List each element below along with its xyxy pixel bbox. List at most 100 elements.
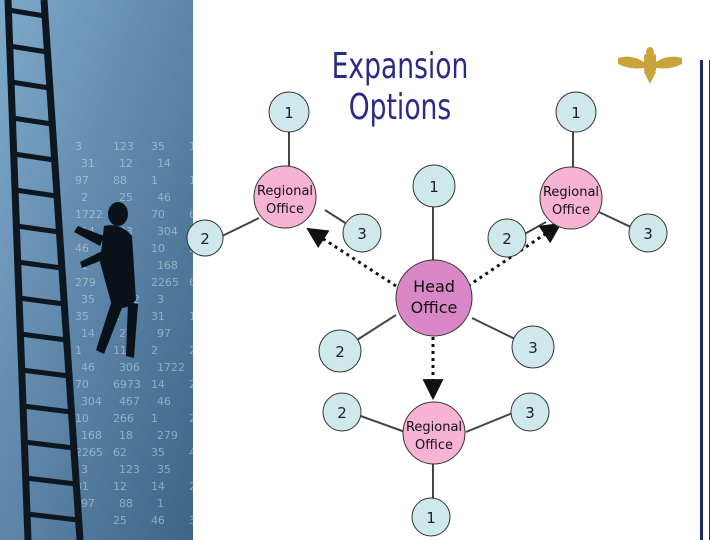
- leaf-head-right-3: [511, 325, 555, 369]
- photo-number: 62: [113, 446, 127, 459]
- ladder-rung: [25, 475, 77, 487]
- photo-number: 462: [189, 446, 193, 459]
- photo-number: 1722: [75, 208, 103, 221]
- regional-office-left: [253, 165, 317, 229]
- ladder-rung: [11, 115, 53, 127]
- photo-number: 3: [75, 140, 82, 153]
- photo-number: 3: [157, 293, 164, 306]
- leaf-right-2-label: 2: [502, 230, 512, 248]
- photo-number: 35: [157, 463, 171, 476]
- photo-number: 2265: [151, 276, 179, 289]
- photo-number: 25: [113, 514, 127, 527]
- photo-number: 1: [189, 140, 193, 153]
- head-office-label-2: Office: [411, 298, 458, 317]
- photo-number: 10: [75, 412, 89, 425]
- photo-number: 62: [189, 276, 193, 289]
- ladder-rung: [13, 151, 55, 163]
- photo-number: 266: [113, 412, 134, 425]
- leaf-top-right: [555, 91, 597, 133]
- climber-silhouette: [74, 202, 138, 358]
- leaf-bottom-left-2-label: 2: [337, 404, 347, 422]
- ladder-rung: [14, 187, 58, 199]
- regional-left-label-1: Regional: [257, 184, 313, 199]
- ladder-rung: [20, 331, 67, 343]
- photo-number: 1: [151, 174, 158, 187]
- regional-bottom-label-2: Office: [415, 438, 453, 453]
- photo-number: 2: [151, 344, 158, 357]
- arrow-to-right-regional: [467, 222, 562, 288]
- leaf-head-left-2: [318, 329, 362, 373]
- photo-number: 123: [113, 140, 134, 153]
- photo-number: 35: [151, 446, 165, 459]
- photo-number: 97: [157, 327, 171, 340]
- photo-number: 46: [75, 242, 89, 255]
- edge-head-right: [471, 317, 516, 340]
- photo-number: 14: [151, 480, 165, 493]
- photo-number: 6973: [113, 378, 141, 391]
- leaf-top-left-label: 1: [284, 104, 294, 122]
- photo-number: 14: [81, 327, 95, 340]
- ladder-rung: [9, 43, 48, 55]
- leaf-head-left-2-label: 2: [335, 343, 345, 361]
- leaf-right-3-label: 3: [643, 225, 653, 243]
- photo-number: 10: [151, 242, 165, 255]
- ladder-rung: [18, 295, 65, 307]
- regional-left-label-2: Office: [266, 202, 304, 217]
- photo-number: 46: [81, 361, 95, 374]
- edge-left-2: [217, 217, 260, 239]
- photo-number: 123: [119, 463, 140, 476]
- photo-number: 25: [119, 191, 133, 204]
- ladder-rung: [21, 367, 69, 379]
- photo-number: 31: [151, 310, 165, 323]
- leaf-right-2: [487, 218, 527, 258]
- photo-number: 306: [189, 514, 193, 527]
- slide-title: Expansion Options: [331, 46, 469, 128]
- photo-number: 12: [189, 310, 193, 323]
- photo-number: 168: [157, 259, 178, 272]
- leaf-head-right-3-label: 3: [528, 339, 538, 357]
- leaf-bottom-1: [411, 497, 451, 537]
- ladder-photo: 3123351311214279788111122546306172286706…: [0, 0, 193, 540]
- photo-number: 23: [189, 412, 193, 425]
- photo-number: 88: [119, 497, 133, 510]
- photo-number: 18: [119, 429, 133, 442]
- regional-right-label-1: Regional: [543, 185, 599, 200]
- faravahar-emblem-icon: [618, 47, 682, 84]
- ladder-rung: [10, 79, 50, 91]
- leaf-left-3-label: 3: [357, 225, 367, 243]
- ladder-rung: [17, 259, 62, 271]
- photo-number: 1: [75, 344, 82, 357]
- leaf-top-center-label: 1: [429, 178, 439, 196]
- photo-number: 304: [81, 395, 102, 408]
- photo-number: 35: [75, 310, 89, 323]
- photo-number: 279: [75, 276, 96, 289]
- photo-number: 97: [75, 174, 89, 187]
- photo-number: 1722: [157, 361, 185, 374]
- leaf-top-left: [268, 91, 310, 133]
- right-rule-thick: [700, 60, 703, 540]
- photo-number: 23: [189, 378, 193, 391]
- ladder-rung: [24, 439, 74, 451]
- leaf-left-2: [186, 219, 224, 257]
- photo-number: 2265: [75, 446, 103, 459]
- photo-number: 31: [81, 157, 95, 170]
- photo-number: 46: [151, 514, 165, 527]
- photo-number: 168: [81, 429, 102, 442]
- photo-number: 14: [151, 378, 165, 391]
- photo-number: 3: [81, 463, 88, 476]
- photo-number: 27: [189, 480, 193, 493]
- edge-bottom-right: [465, 411, 516, 433]
- photo-number: 1: [157, 497, 164, 510]
- head-office: [395, 259, 473, 337]
- leaf-left-2-label: 2: [200, 230, 210, 248]
- ladder-photo-art: 3123351311214279788111122546306172286706…: [0, 0, 193, 540]
- leaf-right-3: [628, 213, 668, 253]
- ladder-rung: [16, 223, 60, 235]
- edge-head-left: [356, 314, 397, 341]
- photo-number: 1: [151, 412, 158, 425]
- photo-number: 46: [157, 191, 171, 204]
- photo-number: 12: [113, 480, 127, 493]
- leaf-bottom-left-2: [322, 392, 362, 432]
- photo-number: 46: [157, 395, 171, 408]
